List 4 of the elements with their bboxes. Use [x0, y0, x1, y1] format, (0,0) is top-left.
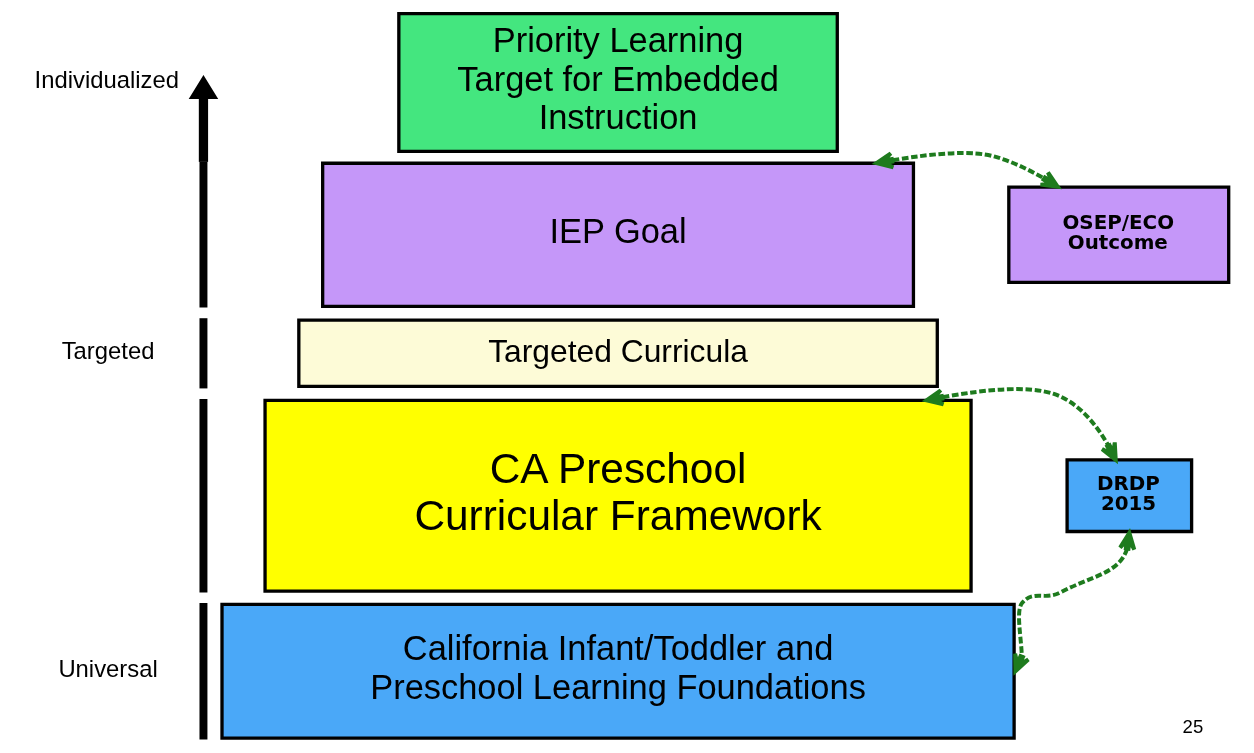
label: Universal	[58, 655, 158, 683]
label: Individualized	[34, 66, 179, 94]
label: Targeted	[61, 337, 155, 365]
label: 25	[1182, 716, 1204, 738]
